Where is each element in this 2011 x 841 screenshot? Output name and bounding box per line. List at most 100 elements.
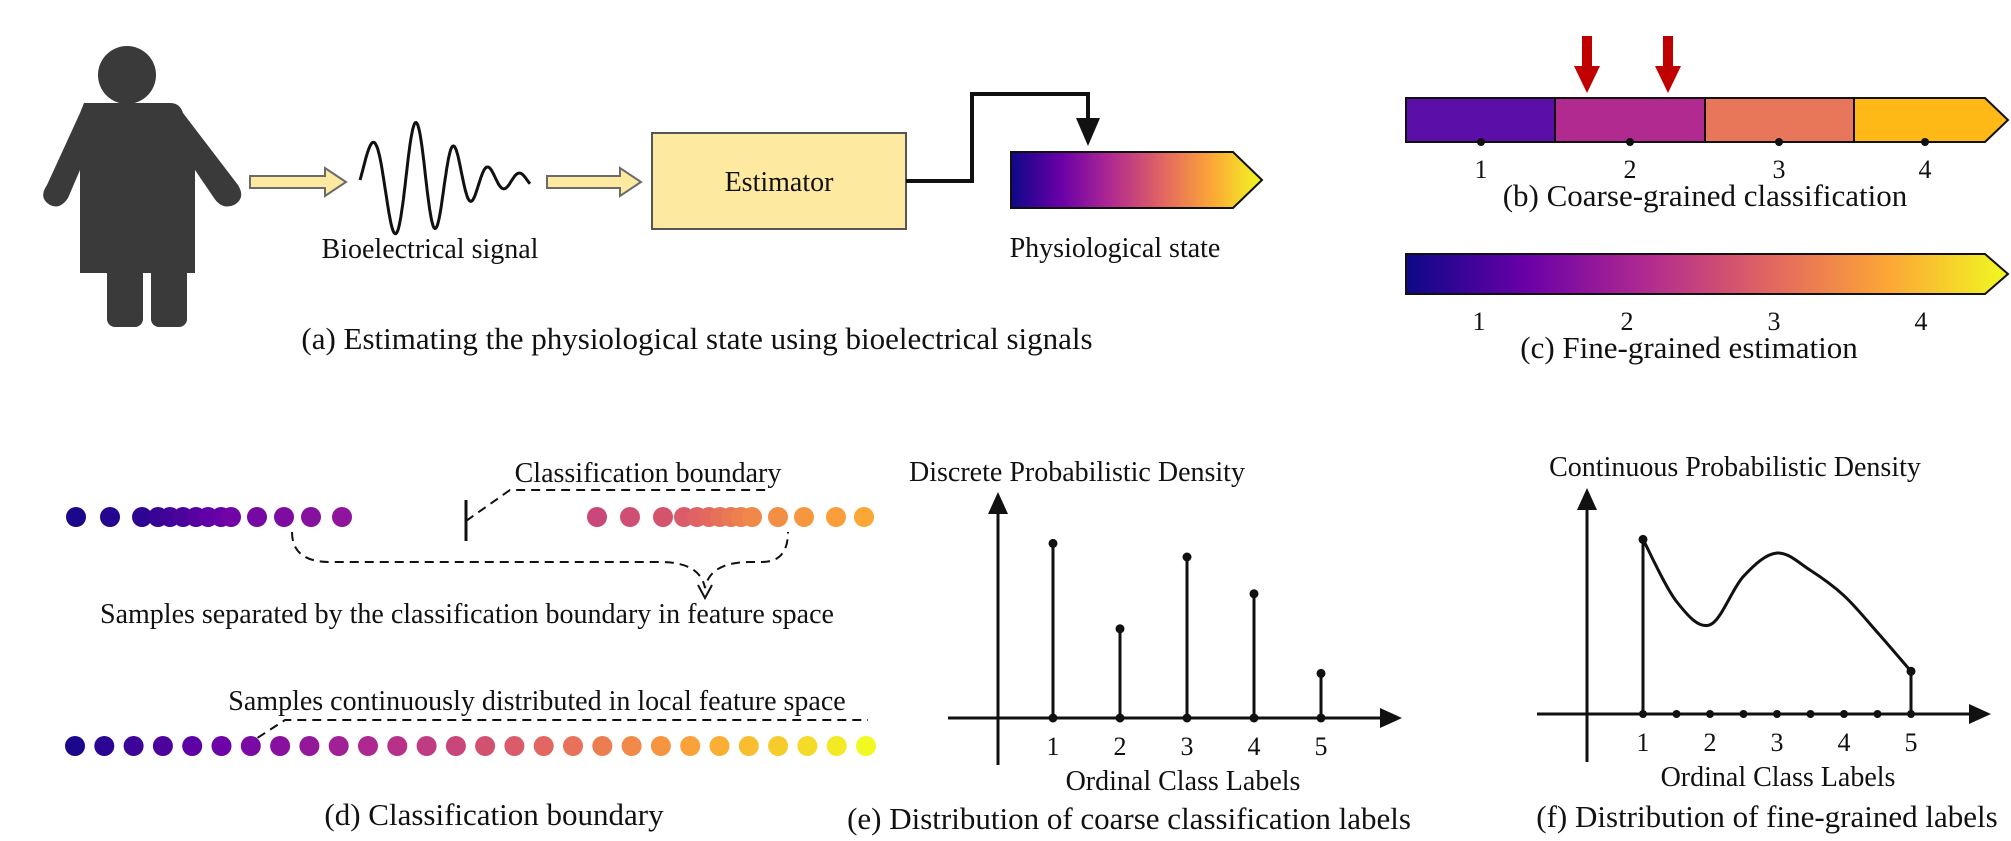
- sample-dot: [182, 736, 203, 756]
- segment-2: [1555, 98, 1705, 142]
- stem-base: [1249, 713, 1259, 723]
- panel-a-caption: (a) Estimating the physiological state u…: [301, 321, 1092, 356]
- panel-f-x-title: Ordinal Class Labels: [1661, 762, 1896, 793]
- sample-dot: [66, 507, 86, 527]
- stem-base: [1316, 713, 1326, 723]
- tick-label: 1: [1475, 155, 1488, 184]
- sample-dot: [416, 736, 437, 756]
- signal-label: Bioelectrical signal: [322, 234, 539, 265]
- y-axis-arrowhead: [988, 492, 1008, 514]
- sample-dot: [650, 736, 671, 756]
- x-tick-label: 3: [1181, 732, 1194, 761]
- sample-dot: [826, 507, 846, 527]
- segment-3: [1705, 98, 1854, 142]
- tick-label: 4: [1919, 155, 1932, 184]
- x-tick-label: 1: [1047, 732, 1060, 761]
- block-arrow-1: [249, 166, 348, 198]
- panel-a: Bioelectrical signal Estimator Physiolog…: [43, 46, 1264, 356]
- panel-f-caption: (f) Distribution of fine-grained labels: [1536, 799, 1997, 834]
- sample-dot: [826, 736, 847, 756]
- sample-dot: [240, 736, 261, 756]
- baseline-dot: [1739, 710, 1748, 718]
- separated-samples-left: [66, 507, 352, 527]
- sample-dot: [211, 736, 232, 756]
- panel-d: Classification boundary Samples separate…: [65, 458, 876, 832]
- sample-dot: [100, 507, 120, 527]
- x-tick-label: 4: [1248, 732, 1261, 761]
- sample-dot: [563, 736, 583, 756]
- sample-dot: [94, 736, 115, 756]
- estimator-label: Estimator: [725, 167, 835, 198]
- x-tick-label: 5: [1315, 732, 1328, 761]
- boundary-leader: [465, 489, 770, 522]
- baseline-dot: [1873, 710, 1882, 718]
- sample-dot: [621, 736, 642, 756]
- sample-dot: [504, 736, 525, 756]
- estimator-box: [651, 132, 907, 230]
- estimator-arrowhead: [1076, 118, 1100, 146]
- estimator-output-arrow: [906, 92, 1090, 183]
- stem-base: [1182, 713, 1192, 723]
- sample-dot: [856, 736, 876, 756]
- panel-b: 1 2 3 4 (b) Coarse-grained classificatio…: [1405, 36, 2010, 213]
- continuous-samples: [65, 736, 876, 756]
- panel-e-y-title: Discrete Probabilistic Density: [909, 457, 1245, 488]
- stem-point: [1048, 538, 1058, 548]
- tick-dot-4: [1921, 138, 1929, 146]
- separated-label: Samples separated by the classification …: [100, 599, 834, 630]
- stem-point: [1249, 589, 1259, 599]
- panel-e: Discrete Probabilistic Density 1 2 3 4 5…: [847, 457, 1411, 836]
- person-icon: [43, 46, 242, 327]
- baseline-dot: [1706, 710, 1714, 718]
- brace: [291, 531, 789, 589]
- sample-dot: [332, 507, 352, 527]
- red-marker-1: [1574, 36, 1600, 93]
- curve-endpoint: [1638, 534, 1648, 544]
- tick-label: 1: [1473, 307, 1486, 336]
- sample-dot: [221, 507, 241, 527]
- panel-e-x-title: Ordinal Class Labels: [1066, 766, 1301, 797]
- sample-dot: [123, 736, 144, 756]
- panel-e-caption: (e) Distribution of coarse classificatio…: [847, 801, 1411, 836]
- tick-label: 3: [1768, 307, 1781, 336]
- coarse-bar-outline: [1405, 97, 2010, 143]
- baseline-dot: [1806, 710, 1815, 718]
- sample-dot: [132, 507, 152, 527]
- sample-dot: [358, 736, 378, 756]
- sample-dot: [247, 507, 267, 527]
- sample-dot: [475, 736, 496, 756]
- sample-dot: [768, 507, 788, 527]
- panel-f: Continuous Probabilistic Density 1 2 3 4…: [1536, 452, 1997, 834]
- density-curve: [1641, 538, 1913, 673]
- baseline-dot: [1672, 710, 1681, 718]
- sample-dot: [270, 736, 291, 756]
- panel-c: 1 2 3 4 (c) Fine-grained estimation: [1405, 253, 2010, 365]
- sample-dot: [533, 736, 554, 756]
- sample-dot: [797, 736, 818, 756]
- stem-point: [1182, 552, 1192, 562]
- sample-dot: [620, 507, 640, 527]
- separated-samples-right: [587, 507, 874, 527]
- continuous-label: Samples continuously distributed in loca…: [228, 686, 845, 717]
- physiological-state-bar: [1010, 151, 1264, 209]
- tick-label: 2: [1624, 155, 1637, 184]
- sample-dot: [709, 736, 730, 756]
- x-axis-arrowhead: [1380, 708, 1402, 728]
- sample-dot: [587, 507, 607, 527]
- tick-dot-1: [1477, 138, 1485, 146]
- sample-dot: [653, 507, 673, 527]
- boundary-label: Classification boundary: [515, 458, 782, 489]
- baseline-dot: [1840, 710, 1848, 718]
- sample-dot: [592, 736, 613, 756]
- sample-dot: [65, 736, 85, 756]
- segment-1: [1406, 98, 1555, 142]
- curve-endpoint: [1906, 666, 1916, 676]
- x-tick-label: 3: [1771, 728, 1784, 757]
- sample-dot: [328, 736, 349, 756]
- sample-dot: [152, 736, 173, 756]
- block-arrow-2: [546, 166, 643, 198]
- x-tick-label: 4: [1838, 728, 1851, 757]
- sample-dot: [738, 736, 759, 756]
- sample-dot: [274, 507, 294, 527]
